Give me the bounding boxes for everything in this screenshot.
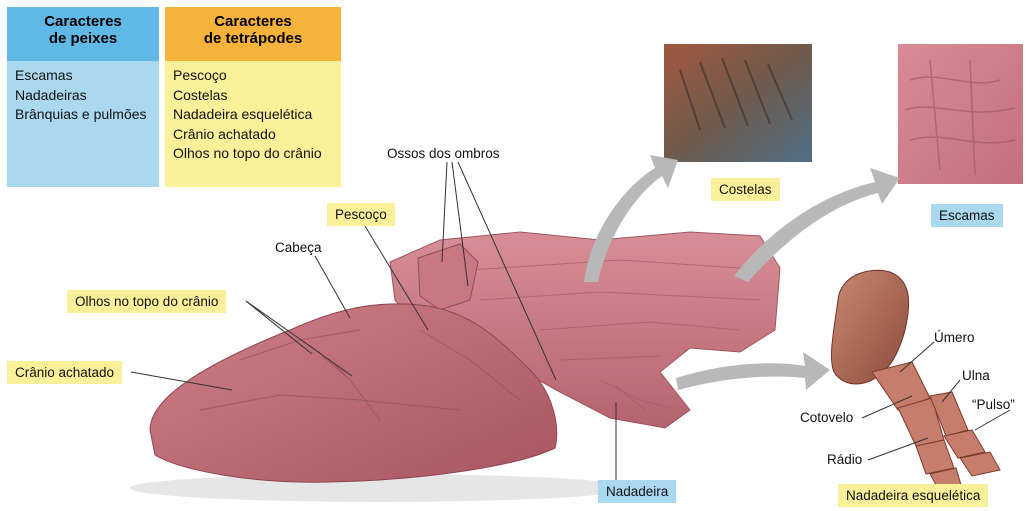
label-nadadeira-esqueletica: Nadadeira esquelética — [838, 484, 988, 507]
label-radio: Rádio — [827, 452, 862, 468]
arrow-to-skeletal-fin — [676, 352, 830, 390]
label-cranio-achatado: Crânio achatado — [7, 361, 122, 384]
label-nadadeira: Nadadeira — [598, 480, 676, 503]
label-escamas: Escamas — [931, 204, 1003, 227]
costelas-photo — [664, 44, 812, 162]
label-umero: Úmero — [934, 330, 975, 346]
label-olhos-no-topo-do-cranio: Olhos no topo do crânio — [67, 290, 226, 313]
escamas-photo — [898, 44, 1023, 184]
label-pulso: “Pulso” — [972, 397, 1015, 413]
label-ossos-dos-ombros: Ossos dos ombros — [387, 146, 500, 162]
leader-pulso — [975, 410, 1010, 430]
leader-umero — [900, 342, 934, 372]
label-ulna: Ulna — [962, 368, 990, 384]
label-cotovelo: Cotovelo — [800, 410, 853, 426]
label-costelas: Costelas — [711, 178, 780, 201]
label-pescoco: Pescoço — [327, 203, 395, 226]
label-cabeca: Cabeça — [275, 240, 322, 256]
leader-cabeca — [315, 256, 350, 318]
